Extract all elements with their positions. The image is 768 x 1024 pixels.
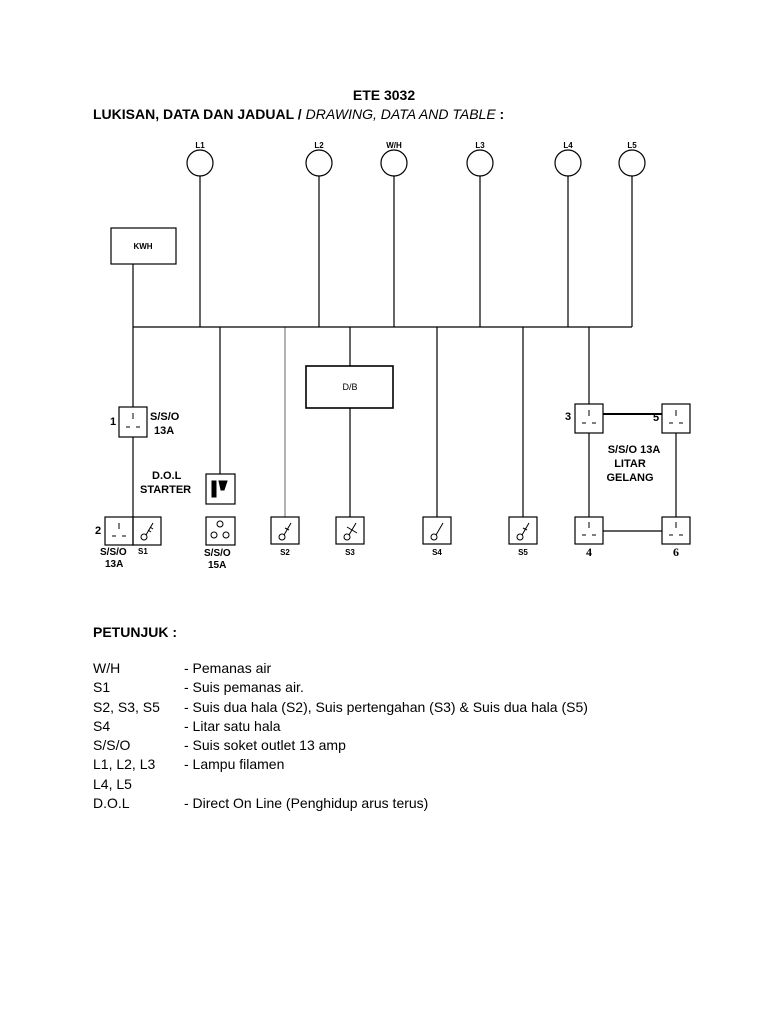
label-dol-2: STARTER [140, 484, 191, 496]
label-sso-1-b: 13A [154, 425, 174, 437]
wiring-diagram: L1 L2 W/H L3 L4 L5 KWH D/B 1 S/S/O 13A D… [95, 141, 691, 571]
label-s1: S1 [138, 547, 148, 556]
socket-outlet-4 [574, 516, 604, 545]
label-l1: L1 [195, 141, 205, 150]
legend-term: L4, L5 [93, 775, 132, 792]
heading-bold: LUKISAN, DATA DAN JADUAL / [93, 106, 306, 122]
label-ring-5: 5 [653, 412, 659, 424]
socket-symbols [112, 410, 683, 539]
legend-desc: - Suis pemanas air. [184, 679, 304, 696]
lamp-l2 [305, 149, 333, 177]
legend-desc: - Pemanas air [184, 660, 272, 676]
switch-s5 [508, 516, 538, 545]
label-s4: S4 [432, 548, 442, 557]
label-sso15-b: 15A [208, 560, 226, 571]
label-sso-2-a: S/S/O [100, 547, 127, 558]
water-heater [380, 149, 408, 177]
label-s2: S2 [280, 548, 290, 557]
label-sso-1-a: S/S/O [150, 411, 180, 423]
label-db: D/B [342, 382, 357, 392]
label-sso-2-b: 13A [105, 559, 123, 570]
document-code: ETE 3032 [352, 87, 416, 103]
label-ring-c: GELANG [606, 472, 653, 484]
legend-term: S/S/O [93, 737, 131, 754]
switch-symbols [140, 522, 530, 541]
label-l2: L2 [314, 141, 324, 150]
switch-s4 [422, 516, 452, 545]
legend-term: S1 [93, 679, 111, 696]
label-wh: W/H [386, 141, 402, 150]
switch-s2 [270, 516, 300, 545]
lamp-l3 [466, 149, 494, 177]
label-l5: L5 [627, 141, 637, 150]
heading-italic: DRAWING, DATA AND TABLE [305, 106, 496, 122]
label-l4: L4 [563, 141, 573, 150]
label-ring-b: LITAR [614, 458, 646, 470]
legend-term: S4 [93, 717, 111, 734]
dol-starter [205, 473, 236, 505]
label-sso-1-num: 1 [110, 416, 116, 428]
label-l3: L3 [475, 141, 485, 150]
legend-desc: - Suis soket outlet 13 amp [184, 737, 346, 754]
legend-desc: - Lampu filamen [184, 756, 285, 773]
lamp-l1 [186, 149, 214, 177]
switch-s3 [335, 516, 365, 545]
legend-term: W/H [93, 660, 121, 676]
kwh-meter [110, 227, 177, 265]
lamp-l5 [618, 149, 646, 177]
label-ring-a: S/S/O 13A [608, 444, 661, 456]
label-sso-2-num: 2 [95, 525, 101, 537]
label-s5: S5 [518, 548, 528, 557]
label-ring-4: 4 [586, 545, 592, 559]
legend-term: L1, L2, L3 [93, 756, 156, 773]
label-ring-3: 3 [565, 411, 571, 423]
switch-s1 [132, 516, 162, 546]
legend-desc: - Suis dua hala (S2), Suis pertengahan (… [184, 698, 588, 715]
label-kwh: KWH [133, 242, 152, 251]
label-ring-6: 6 [673, 545, 679, 559]
heading-end: : [495, 106, 505, 122]
legend-term: D.O.L [93, 795, 130, 812]
legend-title: PETUNJUK : [93, 624, 178, 640]
legend-desc: - Litar satu hala [184, 717, 281, 734]
label-s3: S3 [345, 548, 355, 557]
socket-outlet-6 [661, 516, 691, 545]
socket-outlet-5 [661, 403, 691, 434]
socket-outlet-2 [104, 516, 134, 546]
label-sso15-a: S/S/O [204, 548, 231, 559]
legend-term: S2, S3, S5 [93, 698, 160, 715]
legend-desc: - Direct On Line (Penghidup arus terus) [184, 795, 429, 812]
socket-outlet-1 [118, 406, 148, 438]
lamp-l4 [554, 149, 582, 177]
socket-outlet-15a [205, 516, 236, 546]
label-dol-1: D.O.L [152, 470, 182, 482]
page-heading: LUKISAN, DATA DAN JADUAL / DRAWING, DATA… [93, 106, 504, 122]
socket-outlet-3 [574, 403, 604, 434]
